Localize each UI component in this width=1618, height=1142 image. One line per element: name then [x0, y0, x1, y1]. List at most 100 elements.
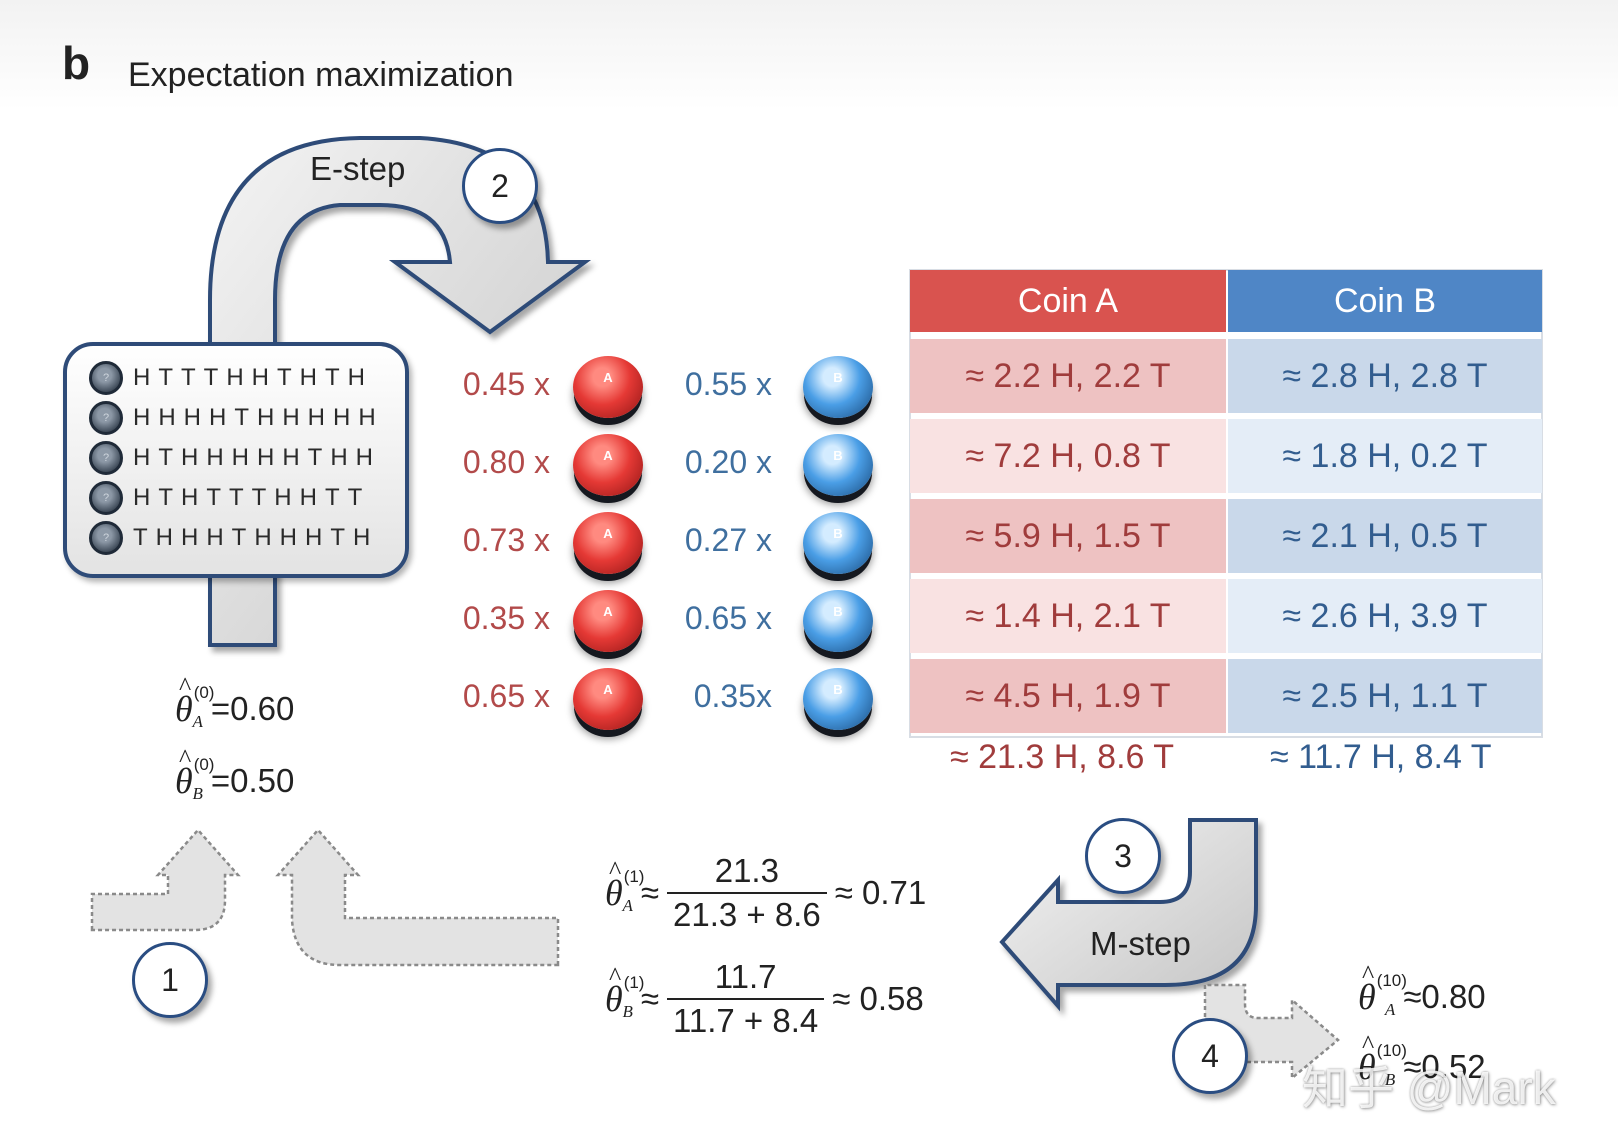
coin-a-icon: A	[573, 434, 643, 496]
sequence-row: ? HHHHTHHHHH	[89, 400, 384, 436]
table-cell-coin-b: ≈ 1.8 H, 0.2 T	[1228, 419, 1542, 493]
weight-b: 0.55 x	[684, 366, 772, 402]
table-cell-coin-a: ≈ 7.2 H, 0.8 T	[910, 419, 1226, 493]
weight-a: 0.80 x	[462, 444, 550, 480]
update-result: ≈ 0.71	[834, 874, 927, 911]
initial-theta-a: θ^ (0) A =0.60	[175, 672, 295, 731]
coin-b-icon: B	[803, 590, 873, 652]
theta-symbol: θ	[605, 873, 623, 913]
theta-subscript: A	[1384, 1000, 1396, 1019]
panel-title: Expectation maximization	[128, 56, 514, 94]
table-cell-coin-a: ≈ 5.9 H, 1.5 T	[910, 499, 1226, 573]
m-step-arrow	[999, 818, 1258, 1012]
theta-value: ≈0.52	[1403, 1048, 1486, 1085]
sequence-box: ? HTTTHHTHTH ? HHHHTHHHHH ? HTHHHHHTHH ?…	[63, 342, 409, 578]
unknown-coin-icon: ?	[89, 401, 123, 435]
weight-b: 0.35x	[693, 678, 772, 714]
theta-superscript: (10)	[1376, 1041, 1407, 1060]
theta-superscript: (1)	[623, 867, 645, 886]
theta-subscript: B	[1384, 1070, 1396, 1089]
flip-sequence: HTHHHHHTHH	[133, 444, 381, 471]
coin-a-icon: A	[573, 356, 643, 418]
approx-sign: ≈	[640, 980, 659, 1017]
update-theta-a: θ^ (1) A ≈ 21.3 21.3 + 8.6 ≈ 0.71	[605, 852, 927, 934]
weight-b: 0.65 x	[684, 600, 772, 636]
flip-sequence: HTHTTTHHTT	[133, 484, 371, 511]
table-cell-coin-b: ≈ 2.5 H, 1.1 T	[1228, 659, 1542, 733]
update-result: ≈ 0.58	[832, 980, 924, 1017]
update-fraction-b: 11.7 11.7 + 8.4	[666, 958, 825, 1040]
sequence-row: ? THHHTHHHTH	[89, 520, 378, 556]
final-theta-a: θ^ (10) A ≈0.80	[1358, 960, 1486, 1019]
theta-subscript: B	[622, 1002, 633, 1021]
theta-symbol: θ	[175, 689, 193, 729]
step-badge-1: 1	[132, 942, 208, 1018]
total-coin-a: ≈ 21.3 H, 8.6 T	[950, 738, 1175, 776]
theta-subscript: A	[192, 712, 203, 731]
table-cell-coin-b: ≈ 2.1 H, 0.5 T	[1228, 499, 1542, 573]
e-step-arrow	[208, 136, 592, 647]
theta-subscript: A	[622, 896, 633, 915]
fraction-numerator: 21.3	[714, 852, 779, 889]
table-header-coin-b: Coin B	[1228, 270, 1542, 332]
m-step-label: M-step	[1090, 925, 1191, 962]
flip-sequence: HHHHTHHHHH	[133, 404, 384, 431]
watermark: 知乎 @Mark	[1302, 1062, 1556, 1114]
theta-symbol: θ	[1358, 1047, 1376, 1087]
theta-value: ≈0.80	[1403, 978, 1486, 1015]
coin-b-icon: B	[803, 356, 873, 418]
theta-value: =0.50	[210, 762, 295, 799]
coin-b-icon: B	[803, 668, 873, 730]
update-fraction-a: 21.3 21.3 + 8.6	[666, 852, 827, 934]
unknown-coin-icon: ?	[89, 521, 123, 555]
theta-symbol: θ	[1358, 977, 1376, 1017]
weight-b: 0.20 x	[684, 444, 772, 480]
step-badge-3: 3	[1085, 818, 1161, 894]
table-cell-coin-a: ≈ 4.5 H, 1.9 T	[910, 659, 1226, 733]
table-cell-coin-a: ≈ 2.2 H, 2.2 T	[910, 339, 1226, 413]
panel-letter: b	[62, 37, 91, 89]
theta-subscript: B	[192, 784, 203, 803]
table-cell-coin-b: ≈ 2.8 H, 2.8 T	[1228, 339, 1542, 413]
total-coin-b: ≈ 11.7 H, 8.4 T	[1270, 738, 1492, 776]
theta-superscript: (1)	[623, 973, 645, 992]
weight-a: 0.73 x	[462, 522, 550, 558]
fraction-numerator: 11.7	[714, 958, 777, 995]
init-arrow	[90, 828, 241, 932]
weight-a: 0.35 x	[462, 600, 550, 636]
e-step-label: E-step	[310, 150, 406, 187]
sequence-row: ? HTTTHHTHTH	[89, 360, 373, 396]
theta-symbol: θ	[605, 979, 623, 1019]
sequence-row: ? HTHTTTHHTT	[89, 480, 370, 516]
weight-b: 0.27 x	[684, 522, 772, 558]
table-cell-coin-a: ≈ 1.4 H, 2.1 T	[910, 579, 1226, 653]
coin-b-icon: B	[803, 434, 873, 496]
coin-a-icon: A	[573, 590, 643, 652]
theta-value: =0.60	[210, 690, 295, 727]
fraction-denominator: 21.3 + 8.6	[666, 892, 827, 934]
table-cell-coin-b: ≈ 2.6 H, 3.9 T	[1228, 579, 1542, 653]
theta-symbol: θ	[175, 761, 193, 801]
step-badge-4: 4	[1172, 1018, 1248, 1094]
weight-a: 0.45 x	[462, 366, 550, 402]
table-header-coin-a: Coin A	[910, 270, 1226, 332]
weight-a: 0.65 x	[462, 678, 550, 714]
unknown-coin-icon: ?	[89, 481, 123, 515]
fraction-denominator: 11.7 + 8.4	[666, 998, 825, 1040]
theta-superscript: (0)	[193, 755, 215, 774]
flip-sequence: THHHTHHHTH	[133, 524, 379, 551]
step-badge-2: 2	[462, 148, 538, 224]
approx-sign: ≈	[640, 874, 659, 911]
coin-a-icon: A	[573, 668, 643, 730]
initial-theta-b: θ^ (0) B =0.50	[175, 744, 295, 803]
final-theta-b: θ^ (10) B ≈0.52	[1358, 1030, 1486, 1089]
coin-a-icon: A	[573, 512, 643, 574]
coin-b-icon: B	[803, 512, 873, 574]
sequence-row: ? HTHHHHHTHH	[89, 440, 381, 476]
unknown-coin-icon: ?	[89, 441, 123, 475]
return-arrow	[275, 828, 560, 967]
flip-sequence: HTTTHHTHTH	[133, 364, 373, 391]
theta-superscript: (0)	[193, 683, 215, 702]
unknown-coin-icon: ?	[89, 361, 123, 395]
update-theta-b: θ^ (1) B ≈ 11.7 11.7 + 8.4 ≈ 0.58	[605, 958, 924, 1040]
